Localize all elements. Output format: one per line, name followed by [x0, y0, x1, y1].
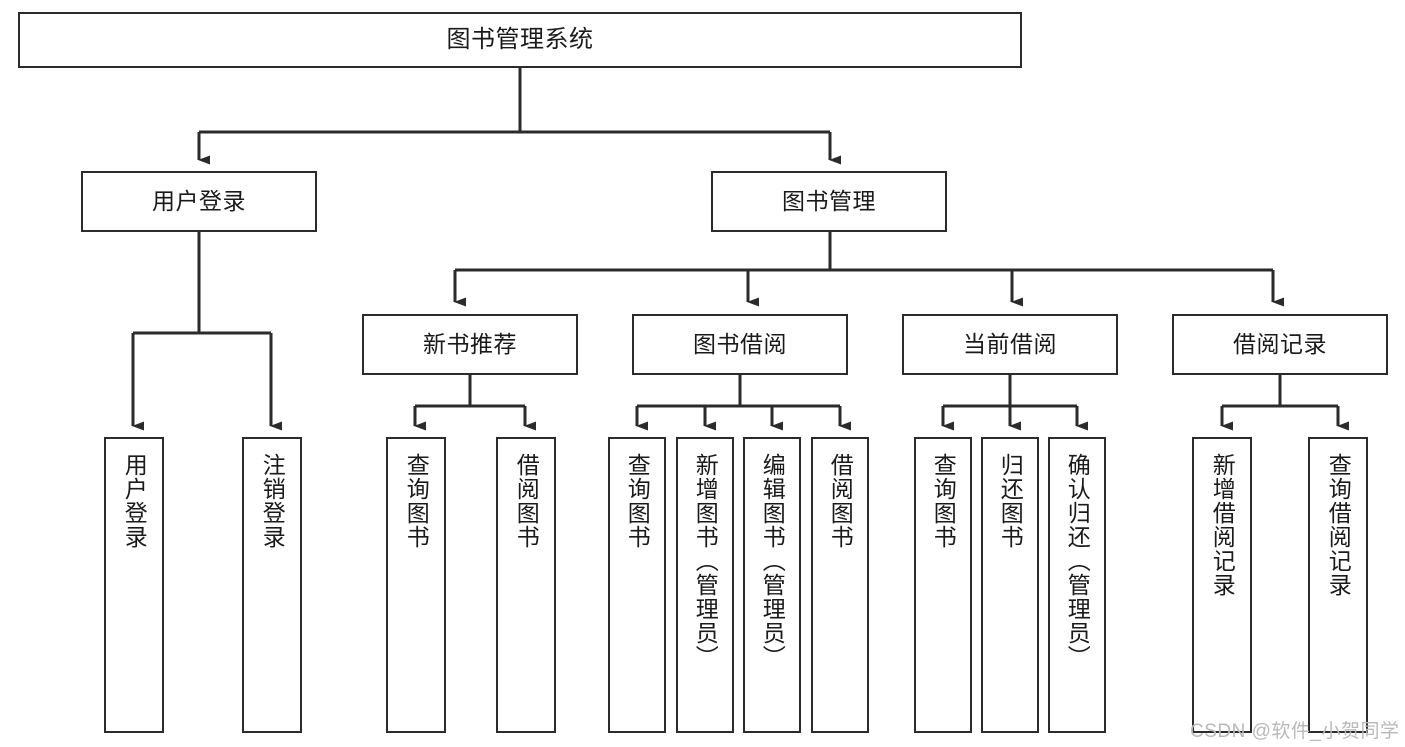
node-label: 查询图书: [624, 453, 651, 549]
leaf-borrow-book-recommend[interactable]: 借阅图书: [496, 437, 556, 733]
node-label: 用户登录: [121, 453, 148, 549]
leaf-query-book-recommend[interactable]: 查询图书: [386, 437, 446, 733]
node-label: 借阅记录: [1233, 330, 1327, 357]
node-label: 图书管理: [782, 187, 876, 214]
node-borrow-record[interactable]: 借阅记录: [1172, 314, 1388, 375]
leaf-add-borrow-record[interactable]: 新增借阅记录: [1192, 437, 1252, 733]
node-label: 查询图书: [930, 453, 957, 549]
node-label: 查询图书: [403, 453, 430, 549]
node-label: 图书管理系统: [446, 25, 594, 53]
leaf-edit-book-admin[interactable]: 编辑图书（管理员）: [743, 437, 801, 733]
node-label: 查询借阅记录: [1325, 453, 1352, 597]
node-user-login[interactable]: 用户登录: [81, 171, 317, 232]
leaf-user-logout[interactable]: 注销登录: [242, 437, 302, 733]
node-label: 用户登录: [152, 187, 246, 214]
node-label: 借阅图书: [827, 453, 854, 549]
node-label: 借阅图书: [513, 453, 540, 549]
node-label: 归还图书: [997, 453, 1024, 549]
node-label: 新书推荐: [423, 330, 517, 357]
node-label: 图书借阅: [693, 330, 787, 357]
leaf-borrow-book[interactable]: 借阅图书: [811, 437, 869, 733]
node-new-book-recommend[interactable]: 新书推荐: [362, 314, 578, 375]
leaf-query-borrow-record[interactable]: 查询借阅记录: [1308, 437, 1368, 733]
csdn-watermark: CSDN @软件_小贺同学: [1190, 721, 1400, 742]
node-book-management[interactable]: 图书管理: [711, 171, 947, 232]
leaf-query-book-borrow[interactable]: 查询图书: [608, 437, 666, 733]
node-label: 新增图书（管理员）: [692, 453, 719, 669]
node-label: 确认归还（管理员）: [1064, 453, 1091, 669]
node-label: 当前借阅: [963, 330, 1057, 357]
leaf-query-book-current[interactable]: 查询图书: [914, 437, 972, 733]
leaf-user-login[interactable]: 用户登录: [104, 437, 164, 733]
leaf-confirm-return-admin[interactable]: 确认归还（管理员）: [1048, 437, 1106, 733]
leaf-add-book-admin[interactable]: 新增图书（管理员）: [676, 437, 734, 733]
node-current-borrow[interactable]: 当前借阅: [902, 314, 1118, 375]
node-book-borrow[interactable]: 图书借阅: [632, 314, 848, 375]
node-label: 注销登录: [259, 453, 286, 549]
node-label: 新增借阅记录: [1209, 453, 1236, 597]
leaf-return-book[interactable]: 归还图书: [981, 437, 1039, 733]
node-root-book-management-system[interactable]: 图书管理系统: [18, 12, 1022, 68]
node-label: 编辑图书（管理员）: [759, 453, 786, 669]
